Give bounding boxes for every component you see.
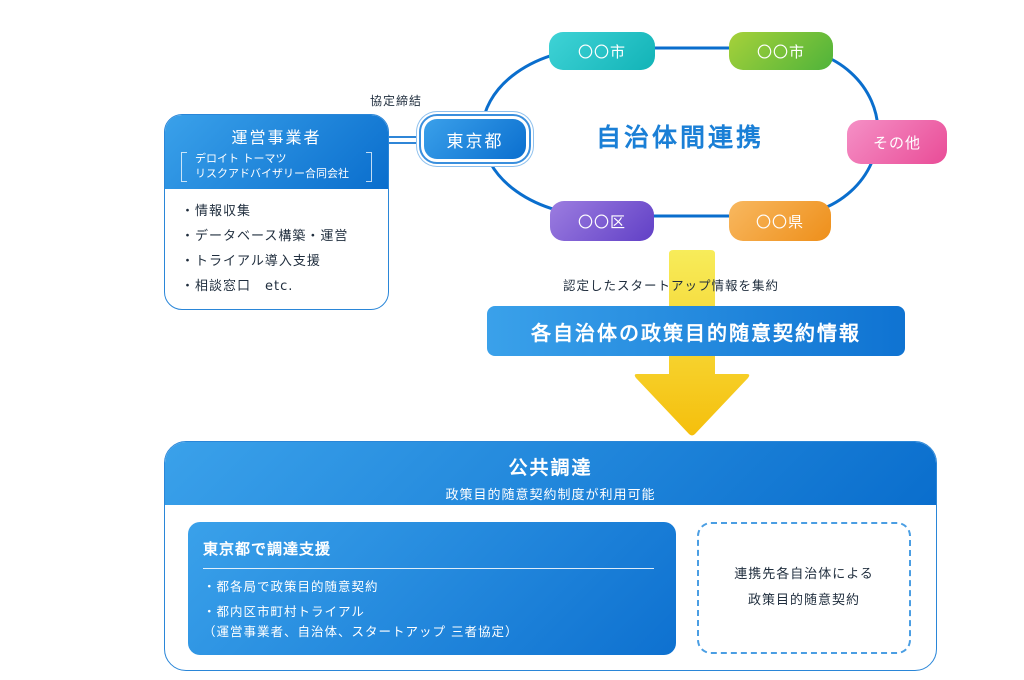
node-ward: 〇〇区 bbox=[550, 201, 654, 241]
aggregate-note: 認定したスタートアップ情報を集約 bbox=[563, 278, 780, 293]
operator-title: 運営事業者 bbox=[231, 128, 322, 147]
support-divider bbox=[203, 568, 654, 569]
node-other: その他 bbox=[847, 120, 947, 164]
operator-item: ・情報収集 bbox=[181, 204, 252, 219]
support-title: 東京都で調達支援 bbox=[203, 540, 332, 558]
procurement-subtitle: 政策目的随意契約制度が利用可能 bbox=[445, 488, 656, 503]
tokyo-support-box: 東京都で調達支援 ・都各局で政策目的随意契約 ・都内区市町村トライアル （運営事… bbox=[188, 522, 676, 655]
node-prefecture: 〇〇県 bbox=[729, 201, 831, 241]
policy-info-banner: 各自治体の政策目的随意契約情報 bbox=[487, 306, 905, 356]
agreement-label: 協定締結 bbox=[370, 94, 423, 108]
operator-box: 運営事業者 デロイト トーマツ リスクアドバイザリー合同会社 ・情報収集 ・デー… bbox=[164, 114, 389, 310]
support-item: ・都内区市町村トライアル （運営事業者、自治体、スタートアップ 三者協定） bbox=[203, 602, 518, 642]
company-line-2: リスクアドバイザリー合同会社 bbox=[195, 167, 349, 180]
support-item: ・都各局で政策目的随意契約 bbox=[203, 579, 379, 594]
collaboration-title: 自治体間連携 bbox=[596, 123, 765, 152]
tokyo-node: 東京都 bbox=[419, 114, 531, 164]
procurement-header: 公共調達 政策目的随意契約制度が利用可能 bbox=[165, 442, 936, 505]
operator-header: 運営事業者 デロイト トーマツ リスクアドバイザリー合同会社 bbox=[165, 115, 388, 189]
operator-company: デロイト トーマツ リスクアドバイザリー合同会社 bbox=[181, 151, 372, 182]
partner-line-2: 政策目的随意契約 bbox=[747, 593, 860, 608]
support-item-line: （運営事業者、自治体、スタートアップ 三者協定） bbox=[203, 624, 519, 639]
operator-item: ・相談窓口 etc. bbox=[181, 279, 294, 294]
tokyo-label: 東京都 bbox=[424, 119, 526, 159]
operator-item: ・データベース構築・運営 bbox=[181, 229, 349, 244]
node-city-2: 〇〇市 bbox=[729, 32, 833, 70]
node-city-1: 〇〇市 bbox=[549, 32, 655, 70]
support-item-line: ・都内区市町村トライアル bbox=[203, 604, 365, 619]
operator-item: ・トライアル導入支援 bbox=[181, 254, 321, 269]
procurement-title: 公共調達 bbox=[508, 457, 593, 479]
operator-items: ・情報収集 ・データベース構築・運営 ・トライアル導入支援 ・相談窓口 etc. bbox=[165, 189, 388, 299]
partner-contract-box: 連携先各自治体による 政策目的随意契約 bbox=[697, 522, 911, 654]
connector-line-bottom bbox=[388, 142, 420, 144]
partner-line-1: 連携先各自治体による bbox=[734, 567, 874, 582]
company-line-1: デロイト トーマツ bbox=[195, 152, 287, 165]
connector-line-top bbox=[388, 136, 420, 138]
